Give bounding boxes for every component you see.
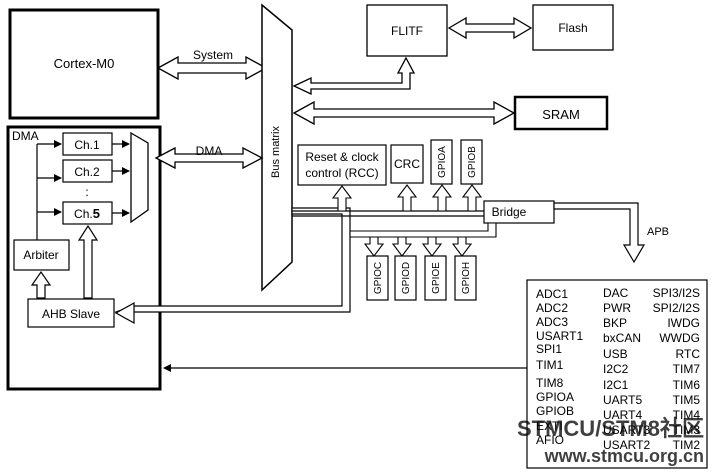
- flitf-label: FLITF: [391, 24, 423, 38]
- ahb-to-arbiter-arrow: [30, 270, 52, 299]
- apb-periph-bxcan: bxCAN: [603, 331, 641, 345]
- ahb-to-channels-arrow: [77, 224, 99, 299]
- apb-periph-usb: USB: [603, 347, 628, 361]
- apb-periph-adc1: ADC1: [536, 287, 568, 301]
- gpioa-label: GPIOA: [437, 146, 448, 178]
- arbiter-label: Arbiter: [23, 248, 58, 262]
- gpiob-label: GPIOB: [467, 146, 478, 178]
- apb-periph-tim3: TIM3: [673, 423, 701, 437]
- apb-peripherals-box: [526, 279, 708, 469]
- apb-periph-spi2: SPI2/I2S: [653, 301, 700, 315]
- channel-output-lines: [112, 140, 130, 217]
- apb-periph-tim1: TIM1: [536, 358, 564, 372]
- matrix-sram-arrow: [292, 100, 516, 126]
- channel-input-lines: [36, 140, 62, 240]
- apb-periph-uart5: UART5: [603, 393, 642, 407]
- apb-periph-tim5: TIM5: [673, 393, 701, 407]
- matrix-flitf-arrow: [292, 56, 416, 96]
- apb-periph-bkp: BKP: [603, 316, 627, 330]
- matrix-ahb-slave-arrow: [114, 207, 351, 319]
- gpioa-block: [430, 139, 453, 185]
- apb-periph-gpiob: GPIOB: [536, 404, 574, 418]
- bridge-apb-arrow: [553, 202, 646, 264]
- apb-periph-spi3: SPI3/I2S: [653, 286, 700, 300]
- apb-periph-tim4: TIM4: [673, 408, 701, 422]
- apb-periph-spi1: SPI1: [536, 342, 562, 356]
- bus-matrix-block: [261, 3, 293, 292]
- flitf-block: [366, 4, 448, 57]
- gpiod-label: GPIOD: [401, 262, 412, 294]
- channel-1-label: Ch.1: [74, 138, 100, 152]
- gpioe-label: GPIOE: [431, 262, 442, 294]
- rcc-label-line2: control (RCC): [305, 166, 378, 180]
- apb-col2: DAC PWR BKP bxCAN USB I2C2 I2C1 UART5 UA…: [603, 286, 650, 452]
- apb-periph-usart1: USART1: [536, 329, 583, 343]
- gpioc-block: [366, 255, 389, 301]
- channel-5-label: Ch.5: [74, 206, 100, 221]
- watermark-line2: www.stmcu.org.cn: [544, 446, 704, 466]
- system-bus-label: System: [193, 48, 233, 62]
- apb-periph-tim8: TIM8: [536, 376, 564, 390]
- apb-periph-afio: AFIO: [536, 433, 564, 447]
- crc-label: CRC: [394, 157, 420, 171]
- apb-col3: SPI3/I2S SPI2/I2S IWDG WWDG RTC TIM7 TIM…: [653, 286, 701, 452]
- ahb-arrow-head: [114, 301, 135, 325]
- dma-bus-label: DMA: [196, 144, 223, 158]
- apb-periph-tim7: TIM7: [673, 362, 701, 376]
- apb-col1: ADC1 ADC2 ADC3 USART1 SPI1 TIM1 TIM8 GPI…: [536, 287, 583, 447]
- rcc-block: [297, 144, 387, 186]
- flash-label: Flash: [558, 21, 587, 35]
- cortex-m0-block: [8, 8, 160, 120]
- channel-2-label: Ch.2: [74, 165, 100, 179]
- apb-periph-dac: DAC: [603, 286, 629, 300]
- apb-periph-iwdg: IWDG: [667, 316, 700, 330]
- watermark-line1: STMCU/STM8社区: [517, 416, 704, 441]
- channel-ellipsis: :: [85, 185, 88, 199]
- apb-periph-pwr: PWR: [603, 301, 631, 315]
- apb-periph-adc2: ADC2: [536, 301, 568, 315]
- ahb-slave-label: AHB Slave: [42, 307, 100, 321]
- apb-periph-i2c1: I2C1: [603, 378, 629, 392]
- gpioh-block: [454, 255, 477, 301]
- cortex-m0-label: Cortex-M0: [54, 56, 115, 71]
- channel-mux: [130, 131, 149, 224]
- flash-block: [532, 4, 614, 51]
- gpioe-block: [424, 255, 447, 301]
- flitf-flash-arrow: [447, 16, 533, 40]
- apb-periph-usart3: USART3: [603, 423, 650, 437]
- apb-periph-rtc: RTC: [676, 347, 701, 361]
- apb-periph-tim2: TIM2: [673, 438, 701, 452]
- apb-periph-i2c2: I2C2: [603, 362, 629, 376]
- bottom-peripheral-arrows: [363, 236, 473, 257]
- crc-block: [390, 144, 424, 184]
- rcc-label-line1: Reset & clock: [305, 150, 379, 164]
- gpiod-block: [394, 255, 417, 301]
- bus-matrix-label: Bus matrix: [270, 126, 282, 178]
- dma-bus-arrow: [154, 146, 264, 170]
- gpioc-label: GPIOC: [373, 262, 384, 294]
- apb-periph-uart4: UART4: [603, 408, 642, 422]
- sram-label: SRAM: [542, 107, 580, 122]
- apb-periph-tim6: TIM6: [673, 378, 701, 392]
- bridge-label: Bridge: [492, 205, 527, 219]
- top-peripheral-arrows: [331, 184, 483, 212]
- apb-periph-usart2: USART2: [603, 438, 650, 452]
- bridge-block: [483, 200, 555, 224]
- apb-bus-label: APB: [647, 226, 669, 238]
- apb-periph-wwdg: WWDG: [659, 331, 700, 345]
- arbiter-block: [13, 239, 70, 271]
- ahb-lower-bus: [349, 222, 497, 238]
- apb-periph-exti: EXTI: [536, 419, 563, 433]
- ahb-slave-block: [27, 298, 115, 328]
- apb-periph-gpioa: GPIOA: [536, 390, 574, 404]
- apb-periph-adc3: ADC3: [536, 315, 568, 329]
- gpiob-block: [460, 139, 483, 185]
- gpioh-label: GPIOH: [461, 262, 472, 294]
- dma-block-label: DMA: [12, 129, 39, 143]
